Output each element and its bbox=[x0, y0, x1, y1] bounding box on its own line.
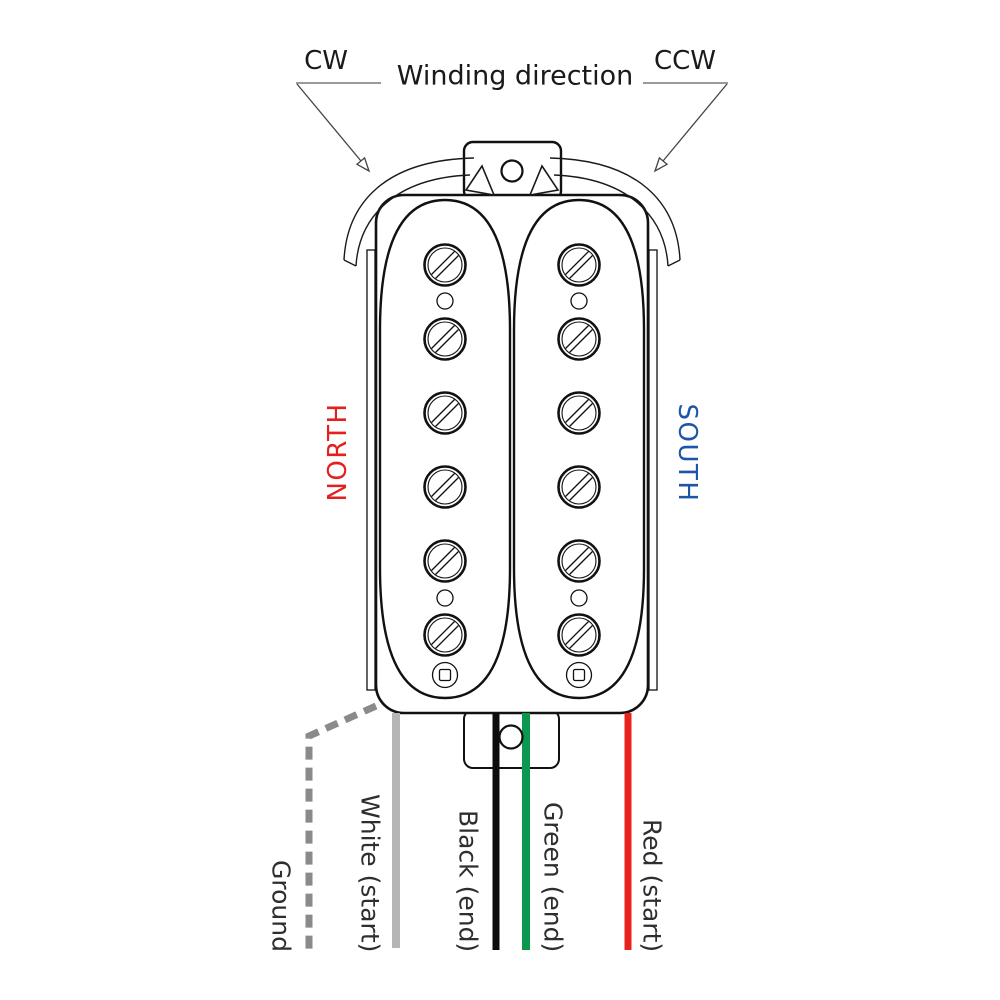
north-coil-label: NORTH bbox=[323, 402, 353, 502]
bottom-tab-screw-hole bbox=[498, 724, 524, 750]
north-coil-bobbin bbox=[378, 198, 512, 700]
green-wire-label: Green (end) bbox=[538, 801, 568, 952]
white-wire-label: White (start) bbox=[355, 793, 385, 952]
ground-wire-label: Ground bbox=[266, 860, 296, 952]
ccw-ribbon-arrow bbox=[528, 157, 681, 267]
black-wire-label: Black (end) bbox=[453, 809, 483, 952]
cw-label: CW bbox=[304, 46, 348, 76]
cw-ribbon-arrow bbox=[343, 157, 496, 267]
red-wire-label: Red (start) bbox=[637, 818, 667, 952]
diagram-title: Winding direction bbox=[396, 60, 634, 92]
south-coil-bobbin bbox=[512, 198, 646, 700]
ground-wire bbox=[305, 702, 378, 949]
ccw-leader-arrow bbox=[643, 82, 728, 173]
baseplate-lip-right bbox=[648, 249, 658, 691]
baseplate-lip-left bbox=[366, 249, 376, 691]
south-coil-label: SOUTH bbox=[672, 403, 702, 503]
ccw-label: CCW bbox=[653, 46, 717, 76]
cw-leader-arrow bbox=[296, 82, 381, 173]
